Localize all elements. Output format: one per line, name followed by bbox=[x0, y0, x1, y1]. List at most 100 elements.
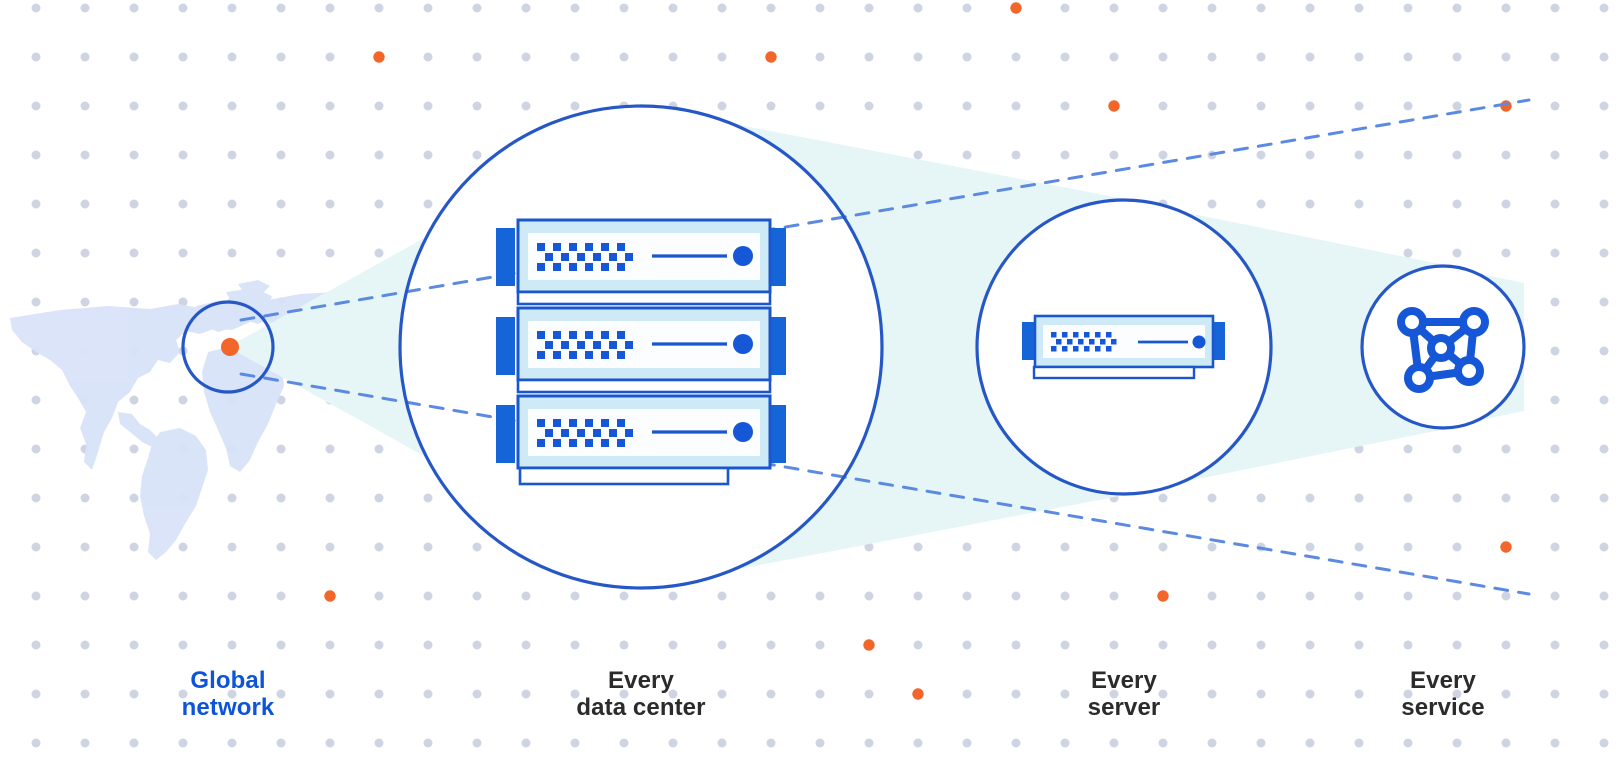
grid-dot bbox=[1599, 101, 1609, 111]
dashed-guide-lines bbox=[239, 98, 1531, 596]
grid-dot bbox=[178, 395, 188, 405]
grid-dot bbox=[521, 52, 531, 62]
grid-dot bbox=[129, 640, 139, 650]
grid-dot bbox=[1158, 150, 1168, 160]
grid-dot bbox=[178, 640, 188, 650]
grid-dot bbox=[1109, 738, 1119, 748]
grid-dot bbox=[913, 52, 923, 62]
grid-dot bbox=[864, 101, 874, 111]
grid-dot-accent bbox=[1010, 2, 1022, 14]
grid-dot bbox=[1158, 101, 1168, 111]
grid-dot bbox=[1060, 738, 1070, 748]
grid-dot bbox=[521, 101, 531, 111]
grid-dot-accent bbox=[1157, 590, 1169, 602]
grid-dot bbox=[1452, 591, 1462, 601]
grid-dot bbox=[913, 542, 923, 552]
grid-dot bbox=[717, 689, 727, 699]
grid-dot bbox=[1452, 199, 1462, 209]
stage-circle-global-network[interactable] bbox=[181, 300, 275, 394]
grid-dot bbox=[325, 52, 335, 62]
grid-dot bbox=[1501, 150, 1511, 160]
grid-dot bbox=[1550, 591, 1560, 601]
grid-dot bbox=[864, 689, 874, 699]
grid-dot bbox=[1207, 640, 1217, 650]
grid-dot bbox=[1501, 248, 1511, 258]
server-unit-icon[interactable] bbox=[1022, 314, 1225, 380]
grid-dot bbox=[962, 52, 972, 62]
stage-label-global-network: Global network bbox=[181, 667, 275, 721]
grid-dot bbox=[717, 3, 727, 13]
grid-dot bbox=[1305, 52, 1315, 62]
grid-dot bbox=[80, 689, 90, 699]
grid-dot bbox=[472, 3, 482, 13]
grid-dot bbox=[1011, 640, 1021, 650]
grid-dot bbox=[1060, 640, 1070, 650]
grid-dot bbox=[1550, 150, 1560, 160]
grid-dot bbox=[178, 738, 188, 748]
grid-dot bbox=[1550, 248, 1560, 258]
grid-dot bbox=[276, 52, 286, 62]
stage-circle-data-center[interactable] bbox=[398, 104, 884, 590]
grid-dot bbox=[864, 542, 874, 552]
grid-dot bbox=[864, 738, 874, 748]
grid-dot bbox=[1354, 150, 1364, 160]
grid-dot bbox=[1599, 52, 1609, 62]
grid-dot bbox=[1403, 493, 1413, 503]
grid-dot bbox=[1354, 3, 1364, 13]
grid-dot bbox=[570, 52, 580, 62]
grid-dot bbox=[276, 591, 286, 601]
grid-dot bbox=[1207, 199, 1217, 209]
grid-dot bbox=[1403, 591, 1413, 601]
grid-dot bbox=[668, 689, 678, 699]
grid-dot bbox=[717, 738, 727, 748]
grid-dot bbox=[1550, 542, 1560, 552]
grid-dot bbox=[1550, 738, 1560, 748]
grid-dot bbox=[1452, 52, 1462, 62]
network-nodes-icon[interactable] bbox=[1397, 307, 1489, 393]
grid-dot bbox=[1305, 591, 1315, 601]
grid-dot bbox=[80, 3, 90, 13]
grid-dot bbox=[129, 297, 139, 307]
grid-dot bbox=[1207, 542, 1217, 552]
grid-dot bbox=[423, 591, 433, 601]
server-unit-base bbox=[1032, 365, 1196, 380]
server-rack-base bbox=[518, 466, 730, 486]
grid-dot bbox=[178, 297, 188, 307]
grid-dot bbox=[472, 542, 482, 552]
grid-dot bbox=[423, 640, 433, 650]
stage-circle-service[interactable] bbox=[1360, 264, 1526, 430]
grid-dot bbox=[668, 640, 678, 650]
grid-dot bbox=[570, 101, 580, 111]
grid-dot bbox=[276, 542, 286, 552]
grid-dot bbox=[423, 493, 433, 503]
grid-dot bbox=[1354, 542, 1364, 552]
grid-dot bbox=[1354, 493, 1364, 503]
grid-dot bbox=[766, 591, 776, 601]
grid-dot bbox=[472, 738, 482, 748]
grid-dot bbox=[1011, 591, 1021, 601]
grid-dot bbox=[31, 199, 41, 209]
grid-dot bbox=[80, 101, 90, 111]
grid-dot bbox=[668, 591, 678, 601]
stage-label-server: Every server bbox=[1087, 667, 1161, 721]
grid-dot bbox=[1452, 689, 1462, 699]
grid-dot bbox=[1599, 493, 1609, 503]
grid-dot bbox=[31, 248, 41, 258]
grid-dot bbox=[227, 591, 237, 601]
grid-dot bbox=[962, 150, 972, 160]
grid-dot bbox=[31, 591, 41, 601]
grid-dot bbox=[178, 52, 188, 62]
grid-dot bbox=[1158, 3, 1168, 13]
grid-dot bbox=[962, 738, 972, 748]
grid-dot bbox=[619, 640, 629, 650]
grid-dot bbox=[374, 248, 384, 258]
grid-dot bbox=[766, 101, 776, 111]
grid-dot bbox=[374, 444, 384, 454]
stage-circle-server[interactable] bbox=[975, 198, 1273, 496]
server-rack-icon[interactable] bbox=[496, 218, 786, 486]
grid-dot bbox=[1256, 150, 1266, 160]
grid-dot-accent bbox=[912, 688, 924, 700]
grid-dot bbox=[276, 640, 286, 650]
